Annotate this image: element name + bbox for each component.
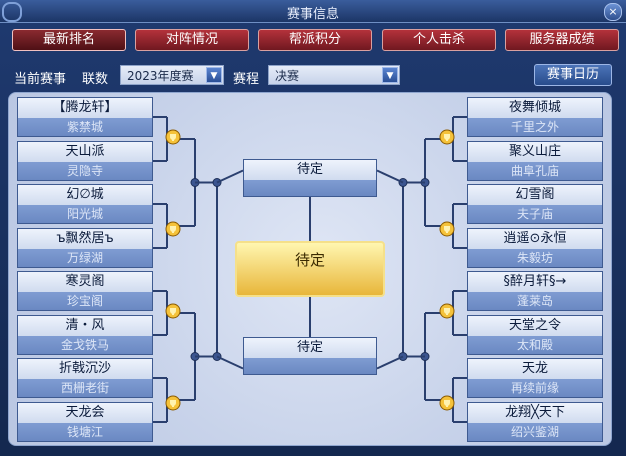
right-team-card[interactable]: 龙翔╳天下绍兴鉴湖 <box>467 402 603 442</box>
right-team-card[interactable]: 夜舞倾城千里之外 <box>467 97 603 137</box>
bracket-lines <box>153 116 467 423</box>
stage-label: 赛程 <box>233 72 260 87</box>
team-server: 阳光城 <box>18 205 152 223</box>
left-team-card[interactable]: 天山派灵隐寺 <box>17 141 153 181</box>
title-bar: 赛事信息 × <box>0 0 626 23</box>
trophy-icon <box>165 129 181 145</box>
team-name: 天山派 <box>18 142 152 162</box>
window-title: 赛事信息 <box>286 7 339 22</box>
team-server: 太和殿 <box>468 336 602 354</box>
team-name: 寒灵阁 <box>18 272 152 292</box>
right-team-card[interactable]: 天堂之令太和殿 <box>467 315 603 355</box>
tab-server-results[interactable]: 服务器成绩 <box>505 29 619 51</box>
tab-guild-points[interactable]: 帮派积分 <box>258 29 372 51</box>
left-team-card[interactable]: 折戟沉沙西栅老街 <box>17 358 153 398</box>
team-name: 天堂之令 <box>468 316 602 336</box>
team-server: 再续前缘 <box>468 379 602 397</box>
team-name: 折戟沉沙 <box>18 359 152 379</box>
team-server: 夫子庙 <box>468 205 602 223</box>
league-select[interactable]: 2023年度赛 ▼ <box>120 65 224 85</box>
right-team-card[interactable]: 聚义山庄曲阜孔庙 <box>467 141 603 181</box>
team-server: 珍宝阁 <box>18 292 152 310</box>
left-team-card[interactable]: 幻∅城阳光城 <box>17 184 153 224</box>
team-server: 紫禁城 <box>18 118 152 136</box>
bracket-connector <box>376 355 404 370</box>
left-team-card[interactable]: 清・风金戈铁马 <box>17 315 153 355</box>
team-server: 灵隐寺 <box>18 162 152 180</box>
tab-matchups[interactable]: 对阵情况 <box>135 29 249 51</box>
tab-latest-ranking[interactable]: 最新排名 <box>12 29 126 51</box>
team-name: §醉月轩§→ <box>468 272 602 292</box>
team-name: 【腾龙轩】 <box>18 98 152 118</box>
chevron-down-icon[interactable]: ▼ <box>382 67 398 83</box>
right-team-card[interactable]: 幻雪阁夫子庙 <box>467 184 603 224</box>
team-name: 夜舞倾城 <box>468 98 602 118</box>
team-name: 天龙 <box>468 359 602 379</box>
bracket-connector <box>216 169 244 184</box>
left-team-card[interactable]: 【腾龙轩】紫禁城 <box>17 97 153 137</box>
team-server: 西栅老街 <box>18 379 152 397</box>
pending-label: 待定 <box>244 160 376 180</box>
team-name: 逍遥⊙永恒 <box>468 229 602 249</box>
left-team-card[interactable]: 天龙会钱塘江 <box>17 402 153 442</box>
trophy-icon <box>439 395 455 411</box>
trophy-icon <box>165 221 181 237</box>
corner-ornament-icon <box>2 2 22 22</box>
team-name: 龙翔╳天下 <box>468 403 602 423</box>
team-server: 万绿湖 <box>18 249 152 267</box>
team-server: 蓬莱岛 <box>468 292 602 310</box>
team-server: 金戈铁马 <box>18 336 152 354</box>
trophy-icon <box>439 221 455 237</box>
chevron-down-icon[interactable]: ▼ <box>206 67 222 83</box>
bracket-board: 【腾龙轩】紫禁城 夜舞倾城千里之外天山派灵隐寺 聚义山庄曲阜孔庙幻∅城阳光城 幻雪阁夫… <box>8 92 612 446</box>
pending-label: 待定 <box>244 338 376 358</box>
team-name: ъ飘然居ъ <box>18 229 152 249</box>
pending-subbar <box>244 180 376 196</box>
stage-select[interactable]: 决赛 ▼ <box>268 65 400 85</box>
right-team-card[interactable]: 逍遥⊙永恒朱毅坊 <box>467 228 603 268</box>
close-button[interactable]: × <box>604 3 622 21</box>
team-server: 千里之外 <box>468 118 602 136</box>
trophy-icon <box>165 303 181 319</box>
trophy-icon <box>439 129 455 145</box>
left-team-card[interactable]: 寒灵阁珍宝阁 <box>17 271 153 311</box>
trophy-icon <box>439 303 455 319</box>
trophy-icon <box>165 395 181 411</box>
league-select-value: 2023年度赛 <box>127 69 194 83</box>
semifinal-top-slot[interactable]: 待定 <box>243 159 377 197</box>
final-label: 待定 <box>294 251 325 269</box>
bracket-connector <box>216 355 244 370</box>
bracket-connector <box>376 169 404 184</box>
team-server: 曲阜孔庙 <box>468 162 602 180</box>
final-slot[interactable]: 待定 <box>235 241 385 297</box>
stage-select-value: 决赛 <box>275 69 300 83</box>
team-name: 幻∅城 <box>18 185 152 205</box>
semifinal-bottom-slot[interactable]: 待定 <box>243 337 377 375</box>
team-server: 朱毅坊 <box>468 249 602 267</box>
right-team-card[interactable]: 天龙再续前缘 <box>467 358 603 398</box>
team-server: 钱塘江 <box>18 423 152 441</box>
current-event-label: 当前赛事 <box>14 72 67 87</box>
league-label: 联数 <box>82 72 109 87</box>
right-team-card[interactable]: §醉月轩§→蓬莱岛 <box>467 271 603 311</box>
team-name: 幻雪阁 <box>468 185 602 205</box>
pending-subbar <box>244 358 376 374</box>
team-name: 聚义山庄 <box>468 142 602 162</box>
team-server: 绍兴鉴湖 <box>468 423 602 441</box>
tab-personal-kills[interactable]: 个人击杀 <box>382 29 496 51</box>
event-calendar-button[interactable]: 赛事日历 <box>534 64 612 86</box>
team-name: 天龙会 <box>18 403 152 423</box>
team-name: 清・风 <box>18 316 152 336</box>
